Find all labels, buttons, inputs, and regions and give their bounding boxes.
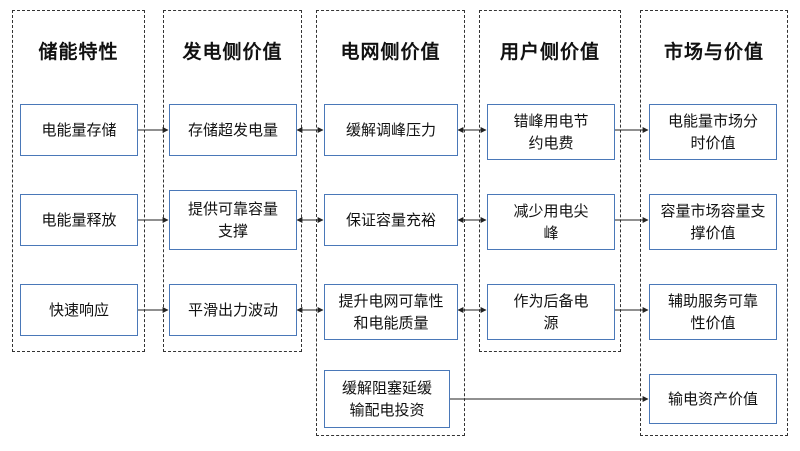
- box-congestion-relief-label: 缓解阻塞延缓输配电投资: [341, 379, 432, 419]
- column-market: 市场与价值: [640, 10, 788, 436]
- box-store-surplus-label: 存储超发电量: [187, 121, 278, 139]
- box-peak-valley: 错峰用电节约电费: [487, 104, 615, 160]
- box-capacity-adequacy-label: 保证容量充裕: [345, 211, 436, 229]
- box-energy-release: 电能量释放: [20, 194, 138, 246]
- box-capacity-support: 提供可靠容量支撑: [169, 190, 297, 250]
- box-backup-power: 作为后备电源: [487, 284, 615, 340]
- box-backup-power-label: 作为后备电源: [513, 292, 589, 332]
- box-smooth-output-label: 平滑出力波动: [187, 301, 278, 319]
- box-transmission-asset-label: 输电资产价值: [667, 390, 758, 408]
- box-reliability-quality: 提升电网可靠性和电能质量: [324, 284, 458, 340]
- box-energy-storage: 电能量存储: [20, 104, 138, 156]
- box-ancillary: 辅助服务可靠性价值: [649, 284, 777, 340]
- box-fast-response-label: 快速响应: [48, 301, 109, 319]
- box-congestion-relief: 缓解阻塞延缓输配电投资: [324, 370, 450, 428]
- column-generation: 发电侧价值: [163, 10, 302, 352]
- box-energy-market-label: 电能量市场分时价值: [668, 112, 759, 152]
- box-fast-response: 快速响应: [20, 284, 138, 336]
- box-peak-valley-label: 错峰用电节约电费: [513, 112, 589, 152]
- box-reliability-quality-label: 提升电网可靠性和电能质量: [338, 292, 444, 332]
- column-title-generation: 发电侧价值: [182, 41, 283, 63]
- box-capacity-adequacy: 保证容量充裕: [324, 194, 458, 246]
- column-storage: 储能特性: [12, 10, 145, 352]
- box-peak-relief: 缓解调峰压力: [324, 104, 458, 156]
- box-peak-relief-label: 缓解调峰压力: [345, 121, 436, 139]
- box-capacity-support-label: 提供可靠容量支撑: [187, 200, 278, 240]
- box-energy-release-label: 电能量释放: [41, 211, 117, 229]
- column-user: 用户侧价值: [479, 10, 621, 352]
- box-ancillary-label: 辅助服务可靠性价值: [668, 292, 759, 332]
- box-energy-market: 电能量市场分时价值: [649, 104, 777, 160]
- box-smooth-output: 平滑出力波动: [169, 284, 297, 336]
- box-reduce-peak: 减少用电尖峰: [487, 194, 615, 250]
- column-title-grid: 电网侧价值: [340, 41, 441, 63]
- column-title-market: 市场与价值: [663, 41, 764, 63]
- box-capacity-market-label: 容量市场容量支撑价值: [660, 202, 766, 242]
- box-store-surplus: 存储超发电量: [169, 104, 297, 156]
- box-reduce-peak-label: 减少用电尖峰: [513, 202, 589, 242]
- column-title-user: 用户侧价值: [499, 41, 600, 63]
- box-capacity-market: 容量市场容量支撑价值: [649, 194, 777, 250]
- box-transmission-asset: 输电资产价值: [649, 374, 777, 424]
- column-grid: 电网侧价值: [316, 10, 465, 436]
- column-title-storage: 储能特性: [38, 41, 119, 63]
- box-energy-storage-label: 电能量存储: [41, 121, 117, 139]
